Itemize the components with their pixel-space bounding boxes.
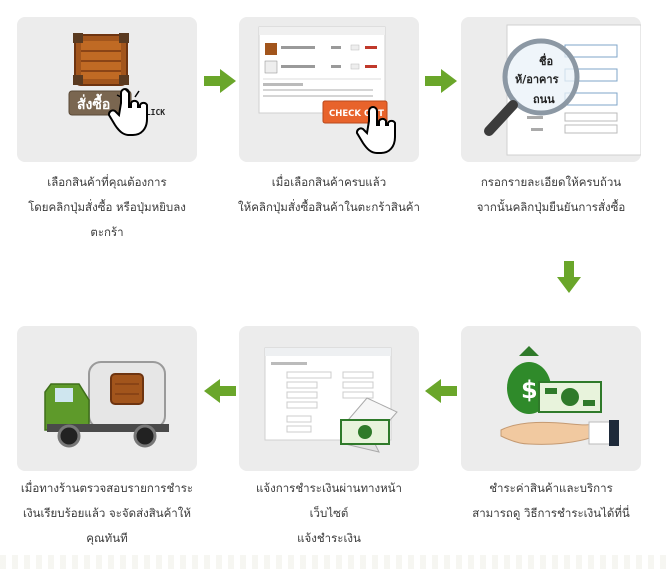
step-4-tile: $: [461, 326, 641, 471]
bag-symbol: $: [521, 376, 538, 404]
arrow-left-icon: [425, 379, 457, 403]
wooden-box-icon: [73, 33, 129, 86]
caption-line: คุณทันที: [86, 531, 128, 545]
step-6-caption: เมื่อทางร้านตรวจสอบรายการชำระ เงินเรียบร…: [0, 476, 217, 551]
caption-line: แจ้งการชำระเงินผ่านทางหน้า: [256, 481, 402, 495]
cart-row: [265, 43, 377, 55]
form-magnifier-illustration: ชื่อ ห้/อาคาร ถนน: [484, 24, 641, 156]
decorative-footer-pattern: [0, 555, 667, 569]
caption-line[interactable]: แจ้งชำระเงิน: [297, 531, 361, 545]
step-5-caption: แจ้งการชำระเงินผ่านทางหน้า เว็บไซต์ แจ้ง…: [219, 476, 439, 551]
step-2-caption: เมื่อเลือกสินค้าครบแล้ว ให้คลิกปุ่มสั่งซ…: [219, 170, 439, 220]
click-label: CLICK: [141, 108, 165, 117]
cart-checkout-illustration: CHECK OUT: [258, 26, 396, 154]
step-1-caption: เลือกสินค้าที่คุณต้องการ โดยคลิกปุ่มสั่ง…: [0, 170, 217, 245]
form-field-label: ถนน: [533, 93, 555, 106]
magnifier-icon: [484, 38, 580, 136]
payment-illustration: $: [500, 346, 619, 446]
arrow-left-icon: [204, 379, 236, 403]
form-field-label: ชื่อ: [539, 53, 553, 68]
caption-line: ให้คลิกปุ่มสั่งซื้อสินค้าในตะกร้าสินค้า: [238, 200, 420, 214]
arrow-down-icon: [557, 261, 581, 293]
caption-line: โดยคลิกปุ่มสั่งซื้อ หรือปุ่มหยิบลง: [28, 200, 186, 214]
form-field-label: ห้/อาคาร: [515, 73, 559, 86]
step-5-tile: [239, 326, 419, 471]
arrow-right-icon: [425, 69, 457, 93]
product-box-click-illustration: สั่งซื้อ CLICK: [68, 33, 165, 136]
caption-line: เลือกสินค้าที่คุณต้องการ: [47, 175, 167, 189]
banknote-icon: [340, 419, 390, 445]
caption-line: เว็บไซต์: [309, 506, 349, 520]
arrow-right-icon: [204, 69, 236, 93]
checkout-button-label: CHECK OUT: [329, 109, 384, 119]
caption-line: เมื่อทางร้านตรวจสอบรายการชำระ: [20, 481, 194, 495]
step-2-tile: CHECK OUT: [239, 17, 419, 162]
banknote-icon: [538, 381, 602, 413]
caption-line: จากนั้นคลิกปุ่มยืนยันการสั่งซื้อ: [476, 200, 626, 214]
caption-line: เงินเรียบร้อยแล้ว จะจัดส่งสินค้าให้: [23, 506, 191, 520]
caption-line[interactable]: สามารถดู วิธีการชำระเงินได้ที่นี่: [472, 506, 630, 520]
step-4-caption: ชำระค่าสินค้าและบริการ สามารถดู วิธีการช…: [441, 476, 661, 526]
truck-icon: [44, 361, 169, 448]
hand-cursor-icon: [355, 106, 396, 154]
step-1-tile: สั่งซื้อ CLICK: [17, 17, 197, 162]
payment-notify-illustration: [264, 347, 398, 453]
wooden-box-icon: [110, 373, 144, 405]
delivery-truck-illustration: [44, 361, 169, 448]
caption-line: ชำระค่าสินค้าและบริการ: [489, 481, 613, 495]
step-3-caption: กรอกรายละเอียดให้ครบถ้วน จากนั้นคลิกปุ่ม…: [441, 170, 661, 220]
caption-line: กรอกรายละเอียดให้ครบถ้วน: [480, 175, 622, 189]
caption-line: เมื่อเลือกสินค้าครบแล้ว: [271, 175, 387, 189]
step-6-tile: [17, 326, 197, 471]
step-3-tile: ชื่อ ห้/อาคาร ถนน: [461, 17, 641, 162]
hand-icon: [500, 420, 619, 446]
order-button-label: สั่งซื้อ: [77, 93, 110, 113]
cart-row: [264, 60, 377, 74]
caption-line: ตะกร้า: [90, 225, 124, 239]
hand-cursor-icon: [107, 88, 148, 136]
